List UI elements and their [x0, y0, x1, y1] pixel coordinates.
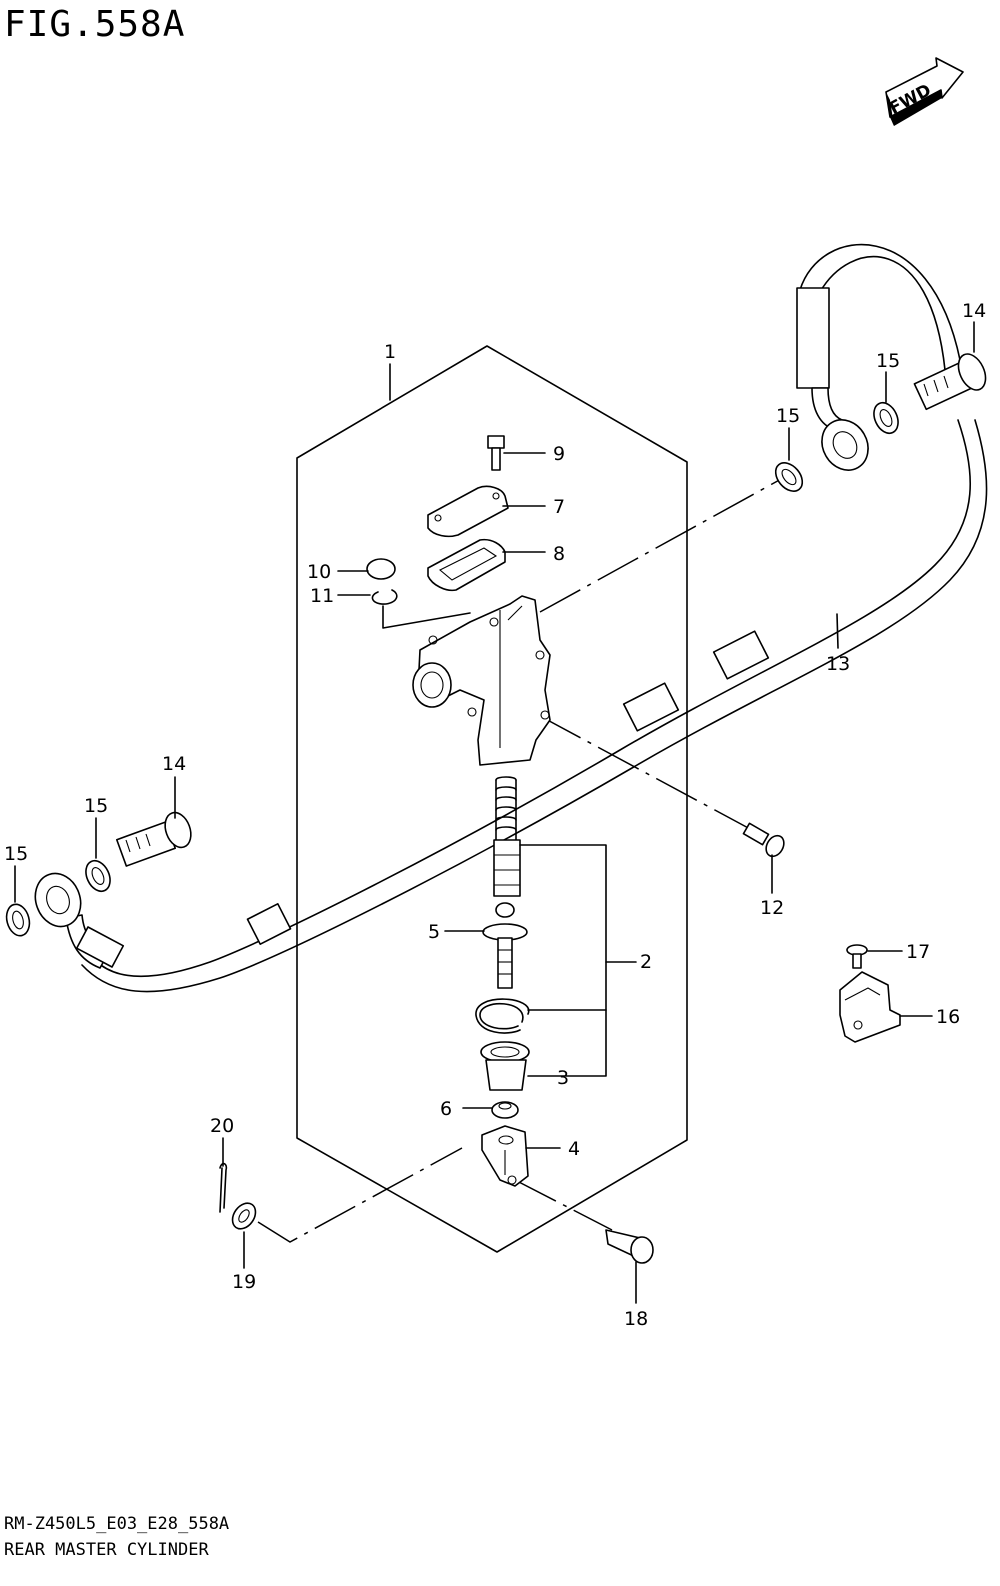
callout-9: 9	[553, 443, 565, 465]
callout-16: 16	[936, 1006, 960, 1028]
callout-14-left: 14	[162, 753, 186, 775]
fwd-arrow-icon: FWD	[885, 57, 964, 126]
pin-18	[605, 1229, 654, 1264]
bolt-12	[742, 822, 785, 858]
washer-15	[5, 401, 899, 937]
kit-outline	[296, 345, 688, 1253]
callout-15-left: 15	[84, 795, 108, 817]
circlip-2	[475, 998, 530, 1034]
callout-18: 18	[624, 1308, 648, 1330]
callout-15-mid: 15	[776, 405, 800, 427]
callout-13: 13	[826, 653, 850, 675]
callout-15-right: 15	[876, 350, 900, 372]
callout-10: 10	[307, 561, 331, 583]
screw-17	[846, 944, 868, 969]
callout-14-right: 14	[962, 300, 986, 322]
reservoir-cap	[427, 485, 509, 538]
callout-7: 7	[553, 496, 565, 518]
washer-19	[231, 1202, 257, 1230]
callout-19: 19	[232, 1271, 256, 1293]
figure-code: RM-Z450L5_E03_E28_558A	[4, 1514, 230, 1534]
callout-15-far-left: 15	[4, 843, 28, 865]
bracket-16	[839, 971, 901, 1043]
callout-3: 3	[557, 1067, 569, 1089]
callout-4: 4	[568, 1138, 580, 1160]
callout-6: 6	[440, 1098, 452, 1120]
cotter-pin-20	[219, 1162, 228, 1213]
brake-hose	[34, 243, 988, 993]
nut-6	[491, 1101, 519, 1119]
callout-12: 12	[760, 897, 784, 919]
boot-3	[480, 1041, 530, 1091]
clevis-4	[481, 1125, 529, 1187]
callout-17: 17	[906, 941, 930, 963]
figure-caption: REAR MASTER CYLINDER	[4, 1540, 209, 1560]
callout-1: 1	[384, 341, 396, 363]
union-bolt-left	[115, 811, 192, 867]
leader-lines	[14, 321, 975, 1304]
master-cylinder-body	[412, 595, 551, 766]
piston-spring	[493, 776, 521, 897]
callout-20: 20	[210, 1115, 234, 1137]
pushrod-5	[482, 902, 528, 989]
circlip-11	[371, 589, 398, 605]
diaphragm	[427, 538, 506, 592]
callout-8: 8	[553, 543, 565, 565]
union-bolt-right	[913, 353, 987, 411]
callout-11: 11	[310, 585, 334, 607]
figure-title: FIG.558A	[4, 4, 186, 45]
screw-9	[487, 435, 505, 471]
callout-2: 2	[640, 951, 652, 973]
callout-5: 5	[428, 921, 440, 943]
connector-cap	[366, 558, 396, 580]
